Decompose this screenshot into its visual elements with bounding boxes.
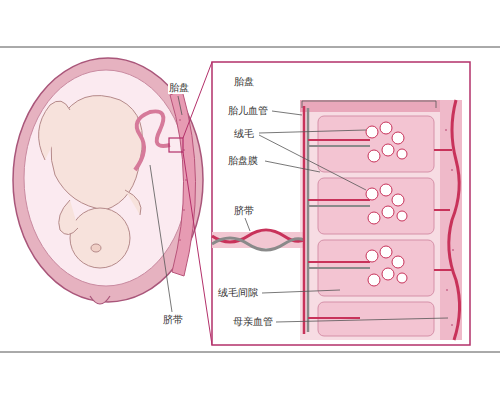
cervix	[90, 296, 110, 304]
leader-line	[245, 218, 250, 231]
maternal-wall	[440, 100, 462, 340]
leader-line	[265, 161, 320, 172]
uterus-wall	[13, 58, 203, 302]
structure-label: 绒毛	[233, 128, 255, 140]
placenta-tissue	[300, 100, 462, 340]
structure-label: 胎盘	[233, 76, 255, 88]
maternal-vessel	[434, 150, 452, 270]
leader-line	[259, 130, 366, 133]
rule-line	[0, 352, 500, 353]
cotyledons	[318, 116, 434, 336]
fetal-vessel	[308, 140, 370, 318]
leader-line	[178, 96, 182, 115]
villi	[366, 122, 407, 286]
structure-label: 胎盘	[168, 82, 190, 94]
leader-line	[262, 290, 340, 293]
structure-label: 脐带	[233, 205, 255, 217]
structure-label: 脐带	[162, 314, 184, 326]
fetal-vessel	[307, 108, 310, 332]
zoom-line	[183, 62, 212, 138]
leader-line	[272, 111, 302, 115]
bracket	[302, 101, 436, 108]
maternal-vessel	[449, 100, 460, 340]
umbilical-cord-small	[135, 111, 170, 170]
chorionic-plate	[300, 100, 462, 112]
rule-line	[0, 47, 500, 48]
structure-label: 胎儿血管	[227, 105, 269, 117]
leader-line	[259, 135, 366, 190]
inset-frame	[212, 62, 470, 345]
leader-line	[276, 318, 448, 322]
fetal-vessel	[308, 146, 370, 268]
structure-label: 绒毛间隙	[217, 287, 259, 299]
zoom-line	[183, 152, 212, 345]
structure-label: 母亲血管	[232, 316, 274, 328]
cord-vein	[212, 238, 304, 250]
zoom-box	[169, 138, 183, 152]
leader-line	[150, 165, 172, 312]
placenta-shape	[170, 90, 196, 276]
structure-label: 胎盘膜	[227, 155, 259, 167]
fetal-vessel	[303, 106, 306, 334]
fetus	[39, 96, 143, 269]
